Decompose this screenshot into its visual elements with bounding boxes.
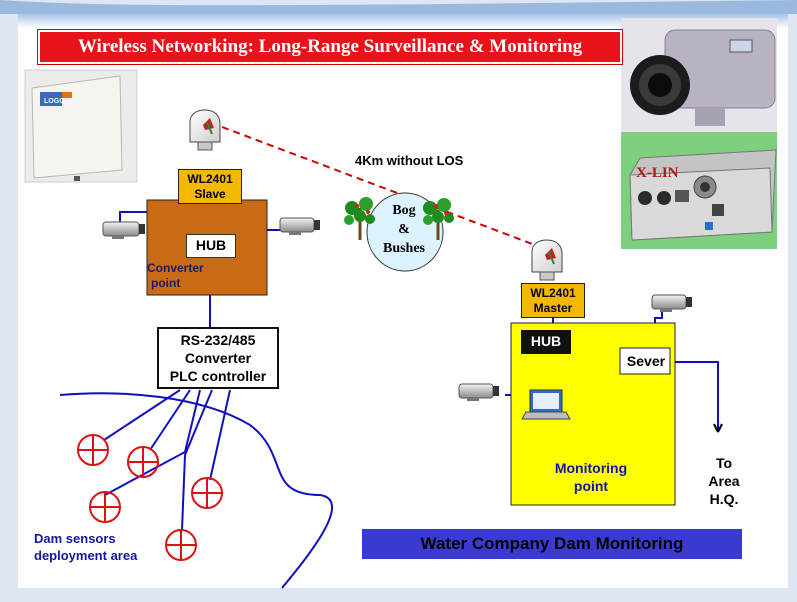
sensor-2-icon xyxy=(127,446,159,478)
footer-banner: Water Company Dam Monitoring xyxy=(362,529,742,559)
laptop-icon xyxy=(521,389,571,420)
master-radio-box: WL2401 Master xyxy=(521,283,585,318)
master-radio-role: Master xyxy=(533,301,573,315)
monitoring-label-line2: point xyxy=(573,478,609,494)
slide-header-wave xyxy=(0,0,797,14)
antenna-master-icon xyxy=(531,239,563,281)
wire-sensor-3 xyxy=(104,389,201,496)
destination-line-2: Area xyxy=(708,473,740,489)
video-server-photo xyxy=(621,132,777,249)
server-label: Sever xyxy=(626,353,666,369)
cctv-camera-photo xyxy=(621,18,777,132)
sensor-3-icon xyxy=(89,491,121,523)
bush-left-icon xyxy=(344,197,375,240)
slave-hub: HUB xyxy=(186,234,236,258)
bog-circle xyxy=(366,192,444,272)
bush-right-icon xyxy=(423,198,454,240)
dam-area-outline xyxy=(59,392,334,589)
wire-sensor-1 xyxy=(103,389,181,441)
sensors-label-line2: deployment area xyxy=(34,548,138,563)
obstacle-line-1: Bog xyxy=(392,203,416,218)
monitoring-label-line1: Monitoring xyxy=(554,460,628,476)
panel-antenna-photo xyxy=(24,69,138,183)
sensor-1-icon xyxy=(77,434,109,466)
wireless-link-label: 4Km without LOS xyxy=(355,153,464,168)
wireless-link xyxy=(221,126,536,246)
wire-sensor-2 xyxy=(149,389,191,451)
sensor-group xyxy=(77,434,223,561)
monitoring-point-label: Monitoring point xyxy=(531,459,651,495)
camera-slave-right-icon xyxy=(279,217,320,235)
slave-radio-box: WL2401 Slave xyxy=(178,169,242,204)
wire-sensor-4 xyxy=(181,389,213,531)
destination-label: To Area H.Q. xyxy=(698,454,750,508)
panel-antenna-brand: LOGO xyxy=(44,98,65,105)
converter-point-label-line1: Converter xyxy=(147,261,204,275)
sensor-4-icon xyxy=(191,477,223,509)
converter-line-2: Converter xyxy=(184,350,252,366)
video-server-brand: X-LIN xyxy=(636,165,679,181)
converter-point-label-line2: point xyxy=(151,276,181,290)
destination-line-3: H.Q. xyxy=(709,491,739,507)
converter-line-3: PLC controller xyxy=(169,368,267,384)
obstacle-line-3: Bushes xyxy=(382,241,426,256)
slave-radio-model: WL2401 xyxy=(187,172,233,186)
master-hub: HUB xyxy=(521,330,571,354)
slave-radio-role: Slave xyxy=(194,187,226,201)
destination-line-1: To xyxy=(715,455,733,471)
converter-line-1: RS-232/485 xyxy=(180,332,256,348)
obstacle-label: Bog & Bushes xyxy=(374,201,434,258)
wire-sensor-5 xyxy=(209,389,231,481)
hq-arrowhead xyxy=(713,423,723,433)
sensor-5-icon xyxy=(165,529,197,561)
camera-master-left-icon xyxy=(458,383,499,401)
wire-server-to-hq xyxy=(670,361,719,432)
slide-top-band xyxy=(18,14,788,28)
server-box xyxy=(619,347,671,375)
antenna-slave-icon xyxy=(189,109,221,151)
camera-master-right-icon xyxy=(651,294,692,312)
camera-slave-left-icon xyxy=(102,221,145,239)
converter-box: RS-232/485 Converter PLC controller xyxy=(157,327,279,389)
converter-point-label: Converter point xyxy=(147,261,204,291)
obstacle-line-2: & xyxy=(398,222,410,237)
sensors-area-label: Dam sensors deployment area xyxy=(34,530,137,564)
master-radio-model: WL2401 xyxy=(530,286,576,300)
sensors-label-line1: Dam sensors xyxy=(34,531,116,546)
slide-title: Wireless Networking: Long-Range Surveill… xyxy=(38,30,622,64)
